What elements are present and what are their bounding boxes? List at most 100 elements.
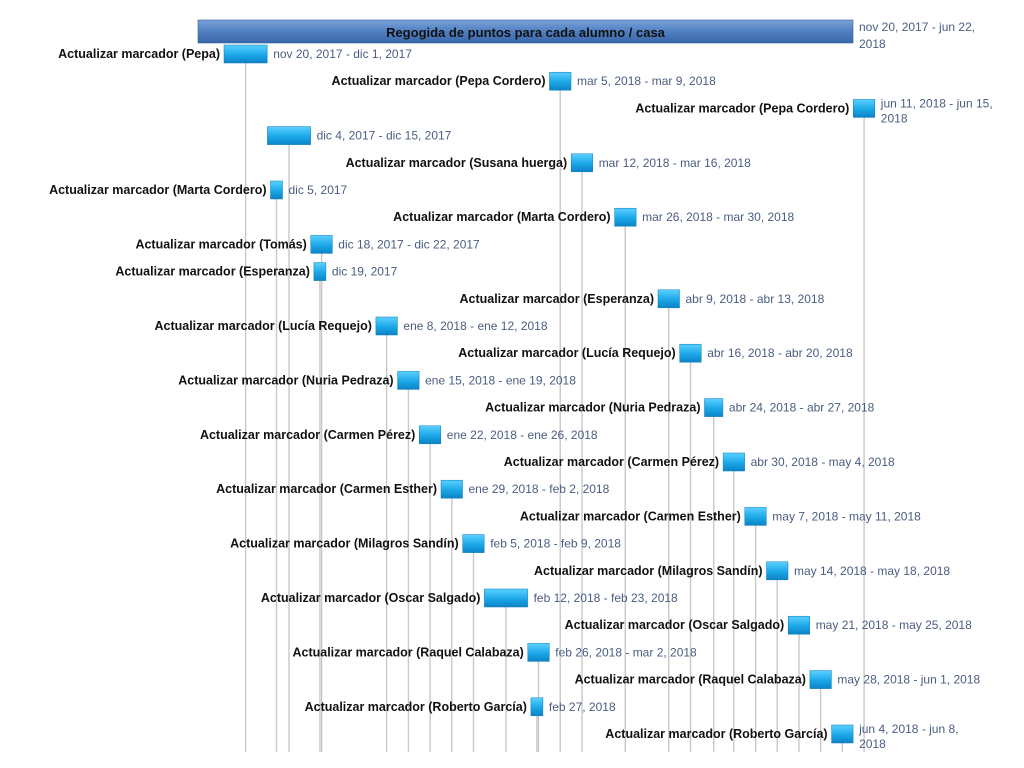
task-bar bbox=[397, 371, 420, 390]
summary-task: Regogida de puntos para cada alumno / ca… bbox=[197, 19, 975, 51]
task-label: Actualizar marcador (Raquel Calabaza) bbox=[575, 673, 806, 687]
task-row: Actualizar marcador (Lucía Requejo) ene 8… bbox=[154, 316, 548, 336]
task-row: Actualizar marcador (Nuria Pedraza) ene 1… bbox=[178, 371, 576, 390]
connector-line bbox=[624, 226, 626, 752]
task-dates: jun 4, 2018 - jun 8,2018 bbox=[858, 722, 958, 751]
task-row: Actualizar marcador (Carmen Esther) ene 2… bbox=[216, 479, 610, 499]
task-dates: nov 20, 2017 - dic 1, 2017 bbox=[273, 47, 412, 61]
task-bar bbox=[657, 289, 680, 309]
task-row: Actualizar marcador (Carmen Esther)may 7… bbox=[520, 507, 921, 526]
task-bar bbox=[549, 71, 572, 91]
task-label: Actualizar marcador (Nuria Pedraza) bbox=[485, 401, 700, 415]
task-row: Actualizar marcador (Milagros Sandín) feb… bbox=[230, 534, 621, 553]
task-bar bbox=[313, 262, 327, 281]
task-row: Actualizar marcador (Raquel Calabaza)feb… bbox=[292, 643, 697, 662]
task-bar bbox=[267, 126, 311, 145]
connector-line bbox=[713, 416, 715, 752]
task-bar bbox=[440, 479, 463, 499]
task-label: Actualizar marcador (Pepa) bbox=[58, 47, 220, 61]
connector-line bbox=[429, 443, 431, 752]
task-dates: ene 29, 2018 - feb 2, 2018 bbox=[469, 482, 610, 496]
task-label: Actualizar marcador (Tomás) bbox=[135, 237, 306, 251]
task-dates: dic 5, 2017 bbox=[289, 183, 348, 197]
task-bar bbox=[744, 507, 767, 526]
connector-line bbox=[536, 715, 538, 752]
task-bar bbox=[809, 670, 832, 689]
connector-lines bbox=[244, 63, 865, 753]
connector-line bbox=[559, 90, 561, 752]
task-row: Actualizar marcador (Esperanza)dic 19, 2… bbox=[115, 262, 398, 281]
task-label: Actualizar marcador (Roberto García) bbox=[305, 700, 527, 714]
task-dates: jun 11, 2018 - jun 15,2018 bbox=[880, 96, 993, 125]
connector-line bbox=[581, 171, 583, 753]
task-bar bbox=[530, 697, 544, 717]
task-bar bbox=[527, 643, 550, 662]
task-dates: dic 19, 2017 bbox=[332, 265, 398, 279]
task-label: Actualizar marcador (Nuria Pedraza) bbox=[178, 373, 393, 387]
task-bar bbox=[766, 561, 789, 581]
task-row: Actualizar marcador (Roberto García) jun … bbox=[605, 722, 958, 751]
task-dates: dic 4, 2017 - dic 15, 2017 bbox=[317, 129, 452, 143]
task-row: Actualizar marcador (Raquel Calabaza)may… bbox=[575, 670, 980, 689]
task-bar bbox=[375, 316, 398, 336]
task-row: Actualizar marcador (Oscar Salgado)feb 1… bbox=[261, 588, 678, 608]
task-dates: may 14, 2018 - may 18, 2018 bbox=[794, 564, 950, 578]
summary-dates: nov 20, 2017 - jun 22,2018 bbox=[859, 20, 975, 51]
task-bar bbox=[223, 44, 268, 64]
task-row: Actualizar marcador (Tomás)dic 18, 2017 … bbox=[135, 235, 480, 254]
task-label: Actualizar marcador (Milagros Sandín) bbox=[230, 537, 459, 551]
task-dates: ene 15, 2018 - ene 19, 2018 bbox=[425, 373, 576, 387]
task-row: Actualizar marcador (Pepa) nov 20, 2017 -… bbox=[58, 44, 412, 64]
connector-line bbox=[385, 335, 388, 752]
task-label: Actualizar marcador (Carmen Esther) bbox=[216, 482, 437, 496]
task-bar bbox=[570, 153, 593, 173]
task-dates: ene 8, 2018 - ene 12, 2018 bbox=[403, 319, 547, 333]
task-dates: feb 12, 2018 - feb 23, 2018 bbox=[534, 591, 678, 605]
summary-title: Regogida de puntos para cada alumno / ca… bbox=[386, 25, 666, 40]
task-row: Actualizar marcador (Pepa Cordero)jun 11… bbox=[635, 96, 992, 125]
connector-line bbox=[244, 63, 247, 752]
task-dates: may 21, 2018 - may 25, 2018 bbox=[816, 618, 972, 632]
connector-line bbox=[819, 688, 822, 752]
task-bar bbox=[722, 452, 745, 472]
task-label: Actualizar marcador (Lucía Requejo) bbox=[154, 319, 371, 333]
connector-line bbox=[863, 117, 865, 752]
task-label: Actualizar marcador (Carmen Pérez) bbox=[200, 428, 415, 442]
task-bar bbox=[704, 398, 724, 417]
connector-line bbox=[668, 307, 670, 752]
connector-line bbox=[320, 253, 323, 752]
connector-line bbox=[275, 199, 278, 752]
task-row: Actualizar marcador (Susana huerga)mar 1… bbox=[346, 153, 751, 173]
task-label: Actualizar marcador (Pepa Cordero) bbox=[332, 74, 546, 88]
task-label: Actualizar marcador (Esperanza) bbox=[459, 292, 654, 306]
task-bar bbox=[419, 425, 442, 445]
connector-line bbox=[451, 498, 453, 752]
task-bar bbox=[484, 588, 528, 608]
task-dates: abr 9, 2018 - abr 13, 2018 bbox=[686, 292, 825, 306]
connector-line bbox=[472, 552, 475, 752]
task-row: Actualizar marcador (Nuria Pedraza)abr 2… bbox=[485, 398, 875, 417]
task-bar bbox=[831, 724, 854, 744]
task-dates: mar 5, 2018 - mar 9, 2018 bbox=[577, 74, 716, 88]
task-bar bbox=[310, 235, 333, 254]
task-bar bbox=[462, 534, 485, 553]
task-label: Actualizar marcador (Carmen Pérez) bbox=[504, 455, 719, 469]
task-label: Actualizar marcador (Roberto García) bbox=[605, 727, 827, 741]
connector-line bbox=[776, 579, 778, 752]
connector-line bbox=[798, 634, 800, 752]
task-row: Actualizar marcador (Carmen Pérez)abr 30… bbox=[504, 452, 895, 472]
task-row: Actualizar marcador (Marta Cordero) dic 5… bbox=[49, 180, 348, 200]
connector-line bbox=[733, 471, 735, 752]
task-row: Actualizar marcador (Carmen Pérez)ene 22… bbox=[200, 425, 598, 445]
connector-line bbox=[288, 144, 290, 753]
connector-line bbox=[689, 362, 692, 752]
connector-line bbox=[319, 280, 321, 752]
task-bar bbox=[270, 180, 283, 200]
task-label: Actualizar marcador (Milagros Sandín) bbox=[534, 564, 763, 578]
task-label: Actualizar marcador (Marta Cordero) bbox=[49, 183, 266, 197]
task-label: Actualizar marcador (Susana huerga) bbox=[346, 156, 568, 170]
task-dates: feb 5, 2018 - feb 9, 2018 bbox=[490, 537, 621, 551]
summary-bar bbox=[197, 19, 854, 44]
